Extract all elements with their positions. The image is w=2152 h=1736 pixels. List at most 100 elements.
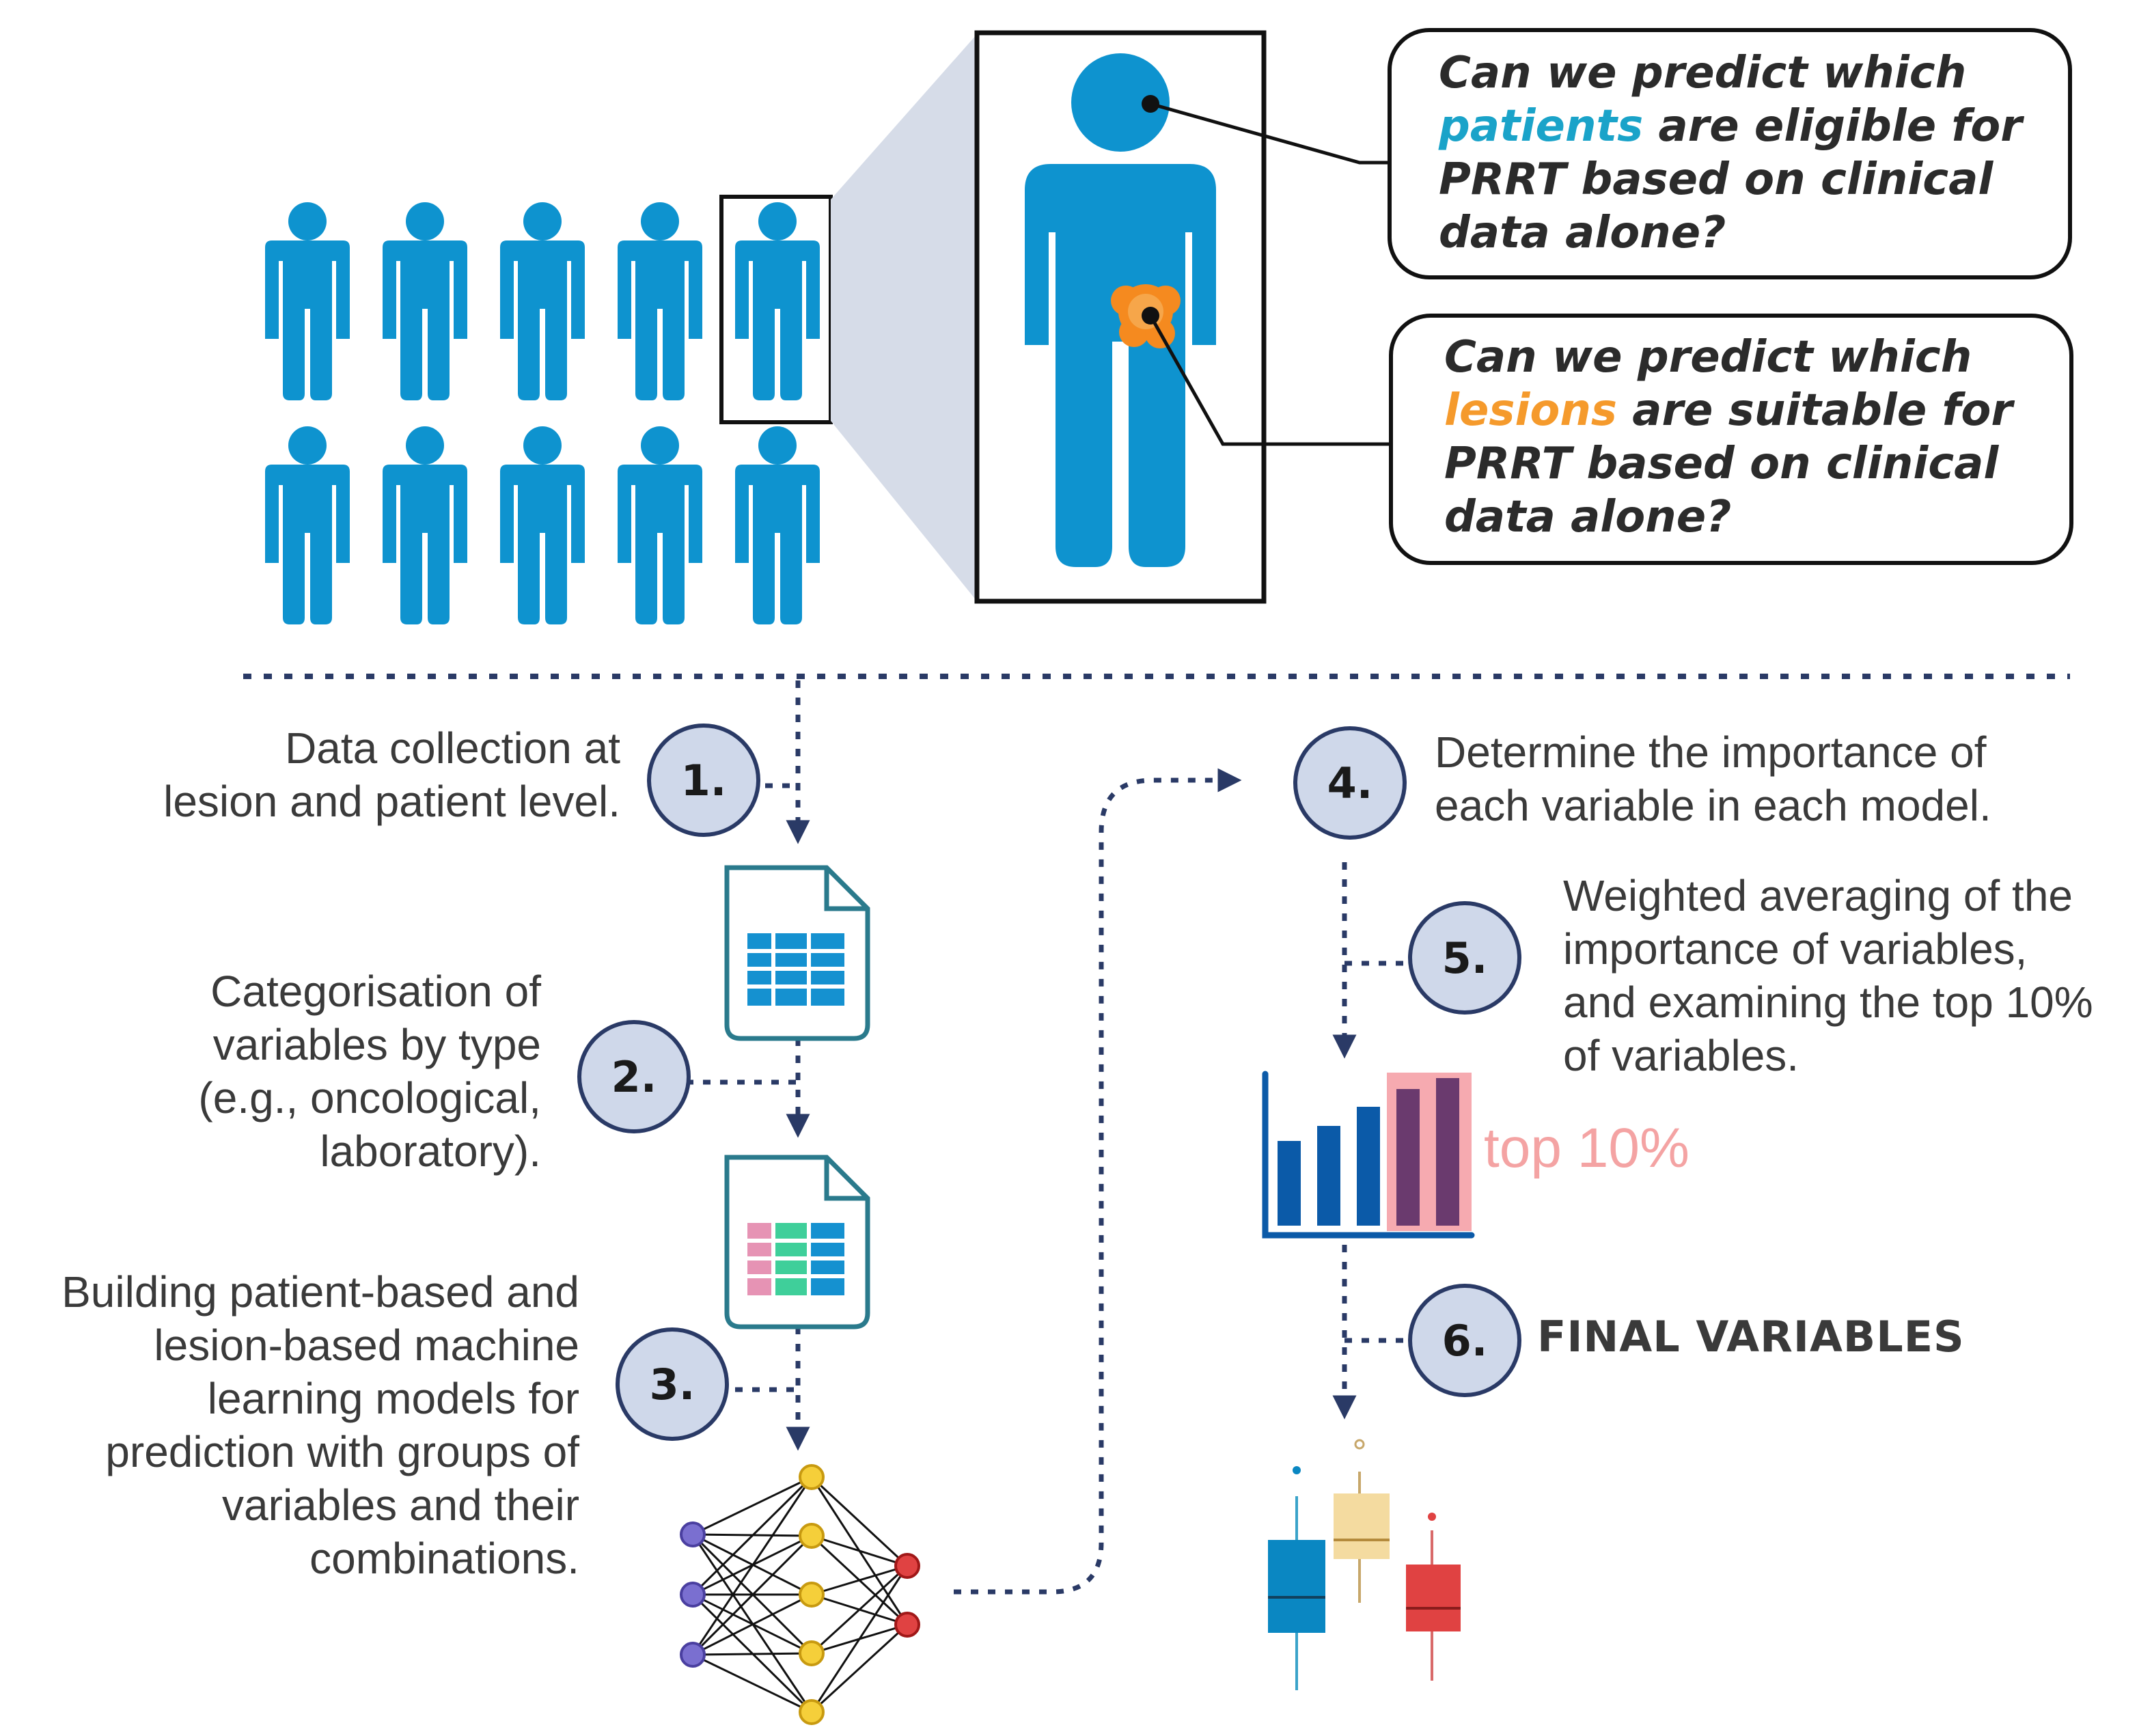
output-node [894, 1553, 920, 1579]
step-2-line: laboratory). [320, 1127, 541, 1176]
step-4-badge: 4. [1293, 726, 1407, 840]
step-5-text: Weighted averaging of the importance of … [1563, 869, 2144, 1082]
patients-question: Can we predict which patients are eligib… [1439, 46, 2054, 260]
patients-question-line1: Can we predict which [1439, 48, 1967, 98]
patients-question-line3: PRRT based on clinical [1439, 154, 1994, 205]
person-icon [500, 426, 585, 624]
step-1-text: Data collection at lesion and patient le… [68, 721, 620, 828]
step-2-badge: 2. [577, 1020, 691, 1133]
network-edge [692, 1652, 812, 1656]
network-edge [811, 1534, 908, 1567]
network-edge [810, 1565, 909, 1713]
flow-lines [686, 680, 1407, 1595]
step-3-badge: 3. [616, 1327, 729, 1441]
step-6-badge: 6. [1408, 1284, 1521, 1397]
patients-callout-box [1388, 28, 2072, 279]
network-edge [691, 1476, 813, 1596]
person-icon [1025, 53, 1216, 567]
step-4-text: Determine the importance of each variabl… [1435, 726, 2118, 832]
head-marker [1142, 95, 1159, 113]
person-icon [735, 202, 820, 400]
step-3-line: variables and their [222, 1480, 579, 1530]
hidden-node [799, 1464, 825, 1490]
step-4-line: Determine the importance of [1435, 728, 1987, 777]
box-plot-icon [1268, 1439, 1461, 1690]
step-1-number: 1. [681, 756, 727, 805]
step-2-number: 2. [611, 1052, 657, 1102]
step-3-line: Building patient-based and [61, 1267, 579, 1317]
hidden-node [799, 1582, 825, 1608]
step-3-line: lesion-based machine [154, 1321, 579, 1370]
lesions-question-line4: data alone? [1444, 492, 1732, 542]
hidden-node [799, 1699, 825, 1725]
hidden-node [799, 1523, 825, 1549]
top-10-percent-label: top 10% [1484, 1117, 1689, 1179]
step-2-line: Categorisation of [210, 967, 541, 1016]
lesions-question-line2: lesions are suitable for [1444, 384, 2059, 437]
person-icon [383, 426, 467, 624]
step-5-number: 5. [1442, 933, 1488, 983]
final-variables-label: FINAL VARIABLES [1537, 1312, 1965, 1362]
patients-question-line4: data alone? [1439, 208, 1726, 258]
callout-connectors [1148, 102, 1390, 446]
network-edge [692, 1653, 812, 1713]
lesion-marker [1142, 307, 1159, 325]
step-5-line: and examining the top 10% [1563, 978, 2093, 1027]
network-edge [692, 1593, 812, 1656]
lesions-question-line1: Can we predict which [1444, 332, 1972, 383]
network-edge [691, 1476, 813, 1655]
person-icon [618, 426, 702, 624]
step-3-line: learning models for [207, 1374, 579, 1423]
step-4-number: 4. [1327, 758, 1373, 808]
step-2-line: (e.g., oncological, [198, 1073, 541, 1122]
neural-network-icon [680, 1464, 920, 1725]
input-node [680, 1582, 706, 1608]
lesions-highlight: lesions [1444, 385, 1617, 436]
step-3-number: 3. [650, 1360, 695, 1409]
network-edge [810, 1623, 909, 1713]
network-edge [691, 1534, 813, 1656]
network-edge [811, 1565, 908, 1596]
step-1-badge: 1. [647, 724, 760, 837]
bar-chart-icon [1262, 1071, 1475, 1239]
step-4-line: each variable in each model. [1435, 781, 1991, 830]
step-5-line: of variables. [1563, 1031, 1799, 1080]
patients-question-line2: patients are eligible for [1439, 100, 2054, 153]
network-edge [810, 1476, 909, 1567]
step-6-number: 6. [1442, 1316, 1488, 1366]
network-edge [810, 1565, 909, 1655]
person-icon [265, 202, 350, 400]
person-icon [500, 202, 585, 400]
person-icon [265, 426, 350, 624]
person-icon [383, 202, 467, 400]
lesions-question-line3: PRRT based on clinical [1444, 439, 1999, 489]
zoom-wedge [831, 34, 977, 601]
step-3-line: combinations. [309, 1534, 579, 1583]
step-1-line: Data collection at [285, 724, 620, 773]
input-node [680, 1642, 706, 1668]
step-2-line: variables by type [212, 1020, 541, 1069]
lesions-question: Can we predict which lesions are suitabl… [1444, 331, 2059, 544]
step-badges: 1. 2. 3. 4. 5. 6. [577, 724, 1521, 1441]
step-3-line: prediction with groups of [105, 1427, 579, 1476]
patients-highlight: patients [1439, 101, 1644, 152]
patient-crowd [265, 202, 820, 624]
lesions-question-line2-rest: are suitable for [1617, 385, 2013, 436]
step-1-line: lesion and patient level. [163, 777, 620, 826]
step-5-line: Weighted averaging of the [1563, 871, 2073, 920]
step-2-text: Categorisation of variables by type (e.g… [68, 965, 541, 1178]
input-node [680, 1521, 706, 1547]
lesions-callout-box [1389, 314, 2073, 565]
categorized-spreadsheet-icon [724, 1155, 870, 1329]
step-3-text: Building patient-based and lesion-based … [7, 1265, 579, 1585]
network-edge [692, 1476, 812, 1536]
spreadsheet-icon [724, 865, 870, 1041]
patients-question-line2-rest: are eligible for [1643, 101, 2022, 152]
output-node [894, 1612, 920, 1638]
step-5-line: importance of variables, [1563, 924, 2028, 974]
step-5-badge: 5. [1408, 901, 1521, 1015]
person-icon [618, 202, 702, 400]
person-icon [735, 426, 820, 624]
